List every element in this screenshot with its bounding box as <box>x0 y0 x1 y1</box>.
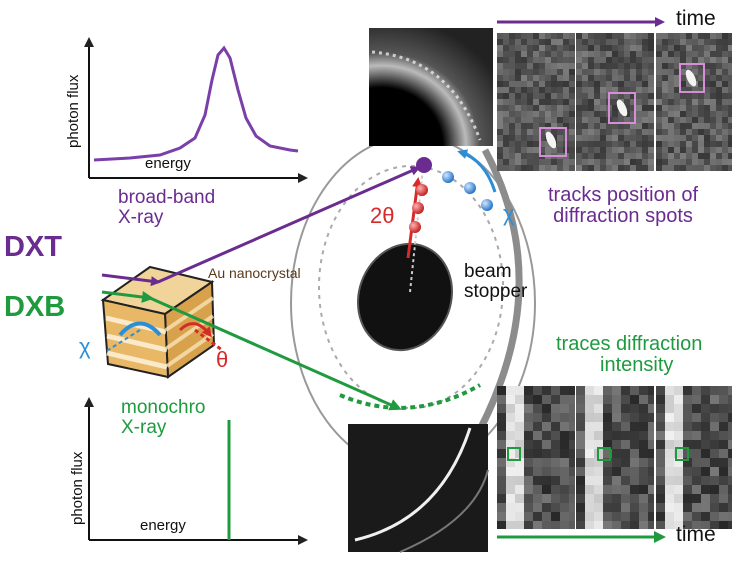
detector-image-top <box>369 28 493 146</box>
theta-rotation-arc <box>178 322 212 338</box>
broadband-spectrum-plot: photon flux energy <box>65 37 308 183</box>
tracking-frame <box>576 33 654 171</box>
outer-ellipse-thick-arc <box>466 148 523 450</box>
inner-dashed-ellipse <box>318 165 504 409</box>
intensity-frames <box>497 386 732 529</box>
tracking-frame <box>497 33 575 171</box>
chi-label-left: χ <box>79 334 91 359</box>
highlight-box <box>675 447 689 461</box>
diffraction-spot <box>545 131 557 149</box>
dxt-label: DXT <box>4 231 62 263</box>
blue-spot <box>481 199 493 211</box>
time-label-bottom: time <box>676 523 716 546</box>
x-axis-label: energy <box>145 155 191 172</box>
broadband-caption: broad-band X-ray <box>118 187 216 228</box>
beam-stopper-label: beam stopper <box>464 261 528 302</box>
detector-image-bottom <box>348 424 489 553</box>
diffraction-ring-arc <box>339 383 481 410</box>
dxb-label: DXB <box>4 291 66 323</box>
detector-frame <box>369 28 493 146</box>
red-spot <box>412 202 424 214</box>
monochro-caption: monochro X-ray <box>121 397 206 438</box>
dxb-diffracted-beam <box>149 296 402 411</box>
two-theta-arrow <box>406 177 423 259</box>
blue-spot <box>464 182 476 194</box>
traces-caption: traces diffraction intensity <box>556 333 703 376</box>
dxt-incident-beam <box>101 273 161 287</box>
dxb-incident-beam <box>101 290 154 303</box>
two-theta-label: 2θ <box>370 203 395 228</box>
au-nanocrystal <box>100 265 223 379</box>
diffraction-spot <box>685 69 697 87</box>
beam-stopper <box>356 242 454 352</box>
red-spot <box>416 184 428 196</box>
x-axis-label: energy <box>140 517 186 534</box>
dxt-diffracted-beam <box>157 166 421 284</box>
theta-axis-dash <box>194 328 223 352</box>
intensity-frame <box>576 386 654 529</box>
tracking-frame <box>656 33 732 171</box>
y-axis-label: photon flux <box>65 74 82 148</box>
intensity-frame <box>497 386 575 529</box>
intensity-frame <box>656 386 732 529</box>
red-spot <box>409 221 421 233</box>
chi-rotation-arc <box>118 321 162 337</box>
detector-frame <box>348 424 488 552</box>
highlight-box <box>539 127 567 157</box>
highlight-box <box>679 63 705 93</box>
chi-label-right: χ <box>503 201 515 226</box>
diffraction-spot <box>616 99 628 117</box>
diffraction-ring <box>354 427 472 542</box>
y-axis-label: photon flux <box>69 451 86 525</box>
highlight-box <box>597 447 611 461</box>
time-label-top: time <box>676 7 716 30</box>
purple-spot <box>416 157 432 173</box>
theta-label: θ <box>216 347 229 372</box>
blue-spot <box>442 171 454 183</box>
chi-arrow <box>457 149 497 193</box>
highlight-box <box>608 92 636 124</box>
monochro-spectrum-plot: photon flux energy <box>69 397 308 545</box>
crystal-label: Au nanocrystal <box>208 265 301 281</box>
highlight-box <box>507 447 521 461</box>
tracks-caption: tracks position of diffraction spots <box>548 184 699 227</box>
spectrum-curve <box>93 45 299 162</box>
tracking-frames <box>497 33 732 171</box>
